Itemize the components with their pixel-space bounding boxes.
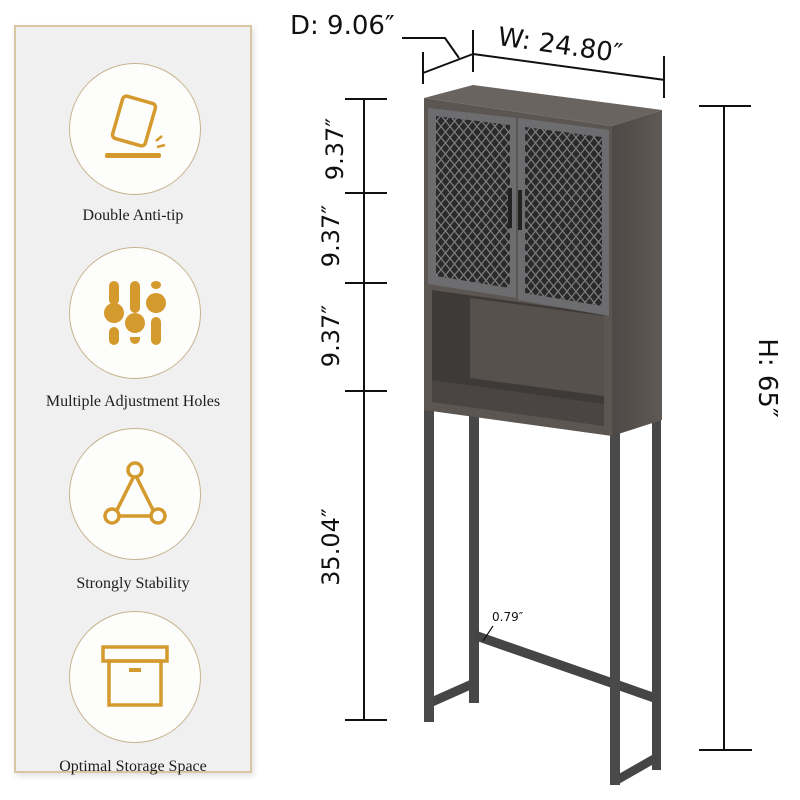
feature-circle — [69, 611, 201, 743]
adjustment-holes-icon — [104, 281, 166, 345]
section-2-label: 9.37″ — [317, 204, 345, 268]
feature-label: Multiple Adjustment Holes — [45, 393, 221, 410]
feature-label: Optimal Storage Space — [59, 758, 207, 775]
depth-label: D: 9.06″ — [290, 11, 395, 41]
bar-thickness-pointer — [482, 625, 494, 642]
section-dimension-lines — [345, 98, 387, 721]
height-dimension-line — [699, 105, 752, 751]
cabinet-illustration — [424, 85, 662, 785]
dimension-diagram — [345, 30, 752, 785]
leg-clearance-label: 35.04″ — [317, 508, 345, 586]
bar-thickness-label: 0.79″ — [492, 610, 524, 624]
features-panel: Double Anti-tip Multiple Adjustment Hole… — [14, 25, 252, 775]
width-depth-dimension-lines — [402, 30, 666, 98]
feature-circle — [69, 247, 201, 379]
feature-circle — [69, 428, 201, 560]
anti-tip-icon — [105, 94, 166, 158]
triangle-stability-icon — [103, 461, 167, 525]
section-3-label: 9.37″ — [317, 304, 345, 368]
feature-label: Double Anti-tip — [82, 207, 184, 224]
feature-circle — [69, 63, 201, 195]
height-label: H: 65″ — [752, 338, 782, 418]
section-1-label: 9.37″ — [321, 117, 349, 181]
storage-box-icon — [101, 645, 169, 707]
feature-label: Strongly Stability — [76, 575, 190, 592]
